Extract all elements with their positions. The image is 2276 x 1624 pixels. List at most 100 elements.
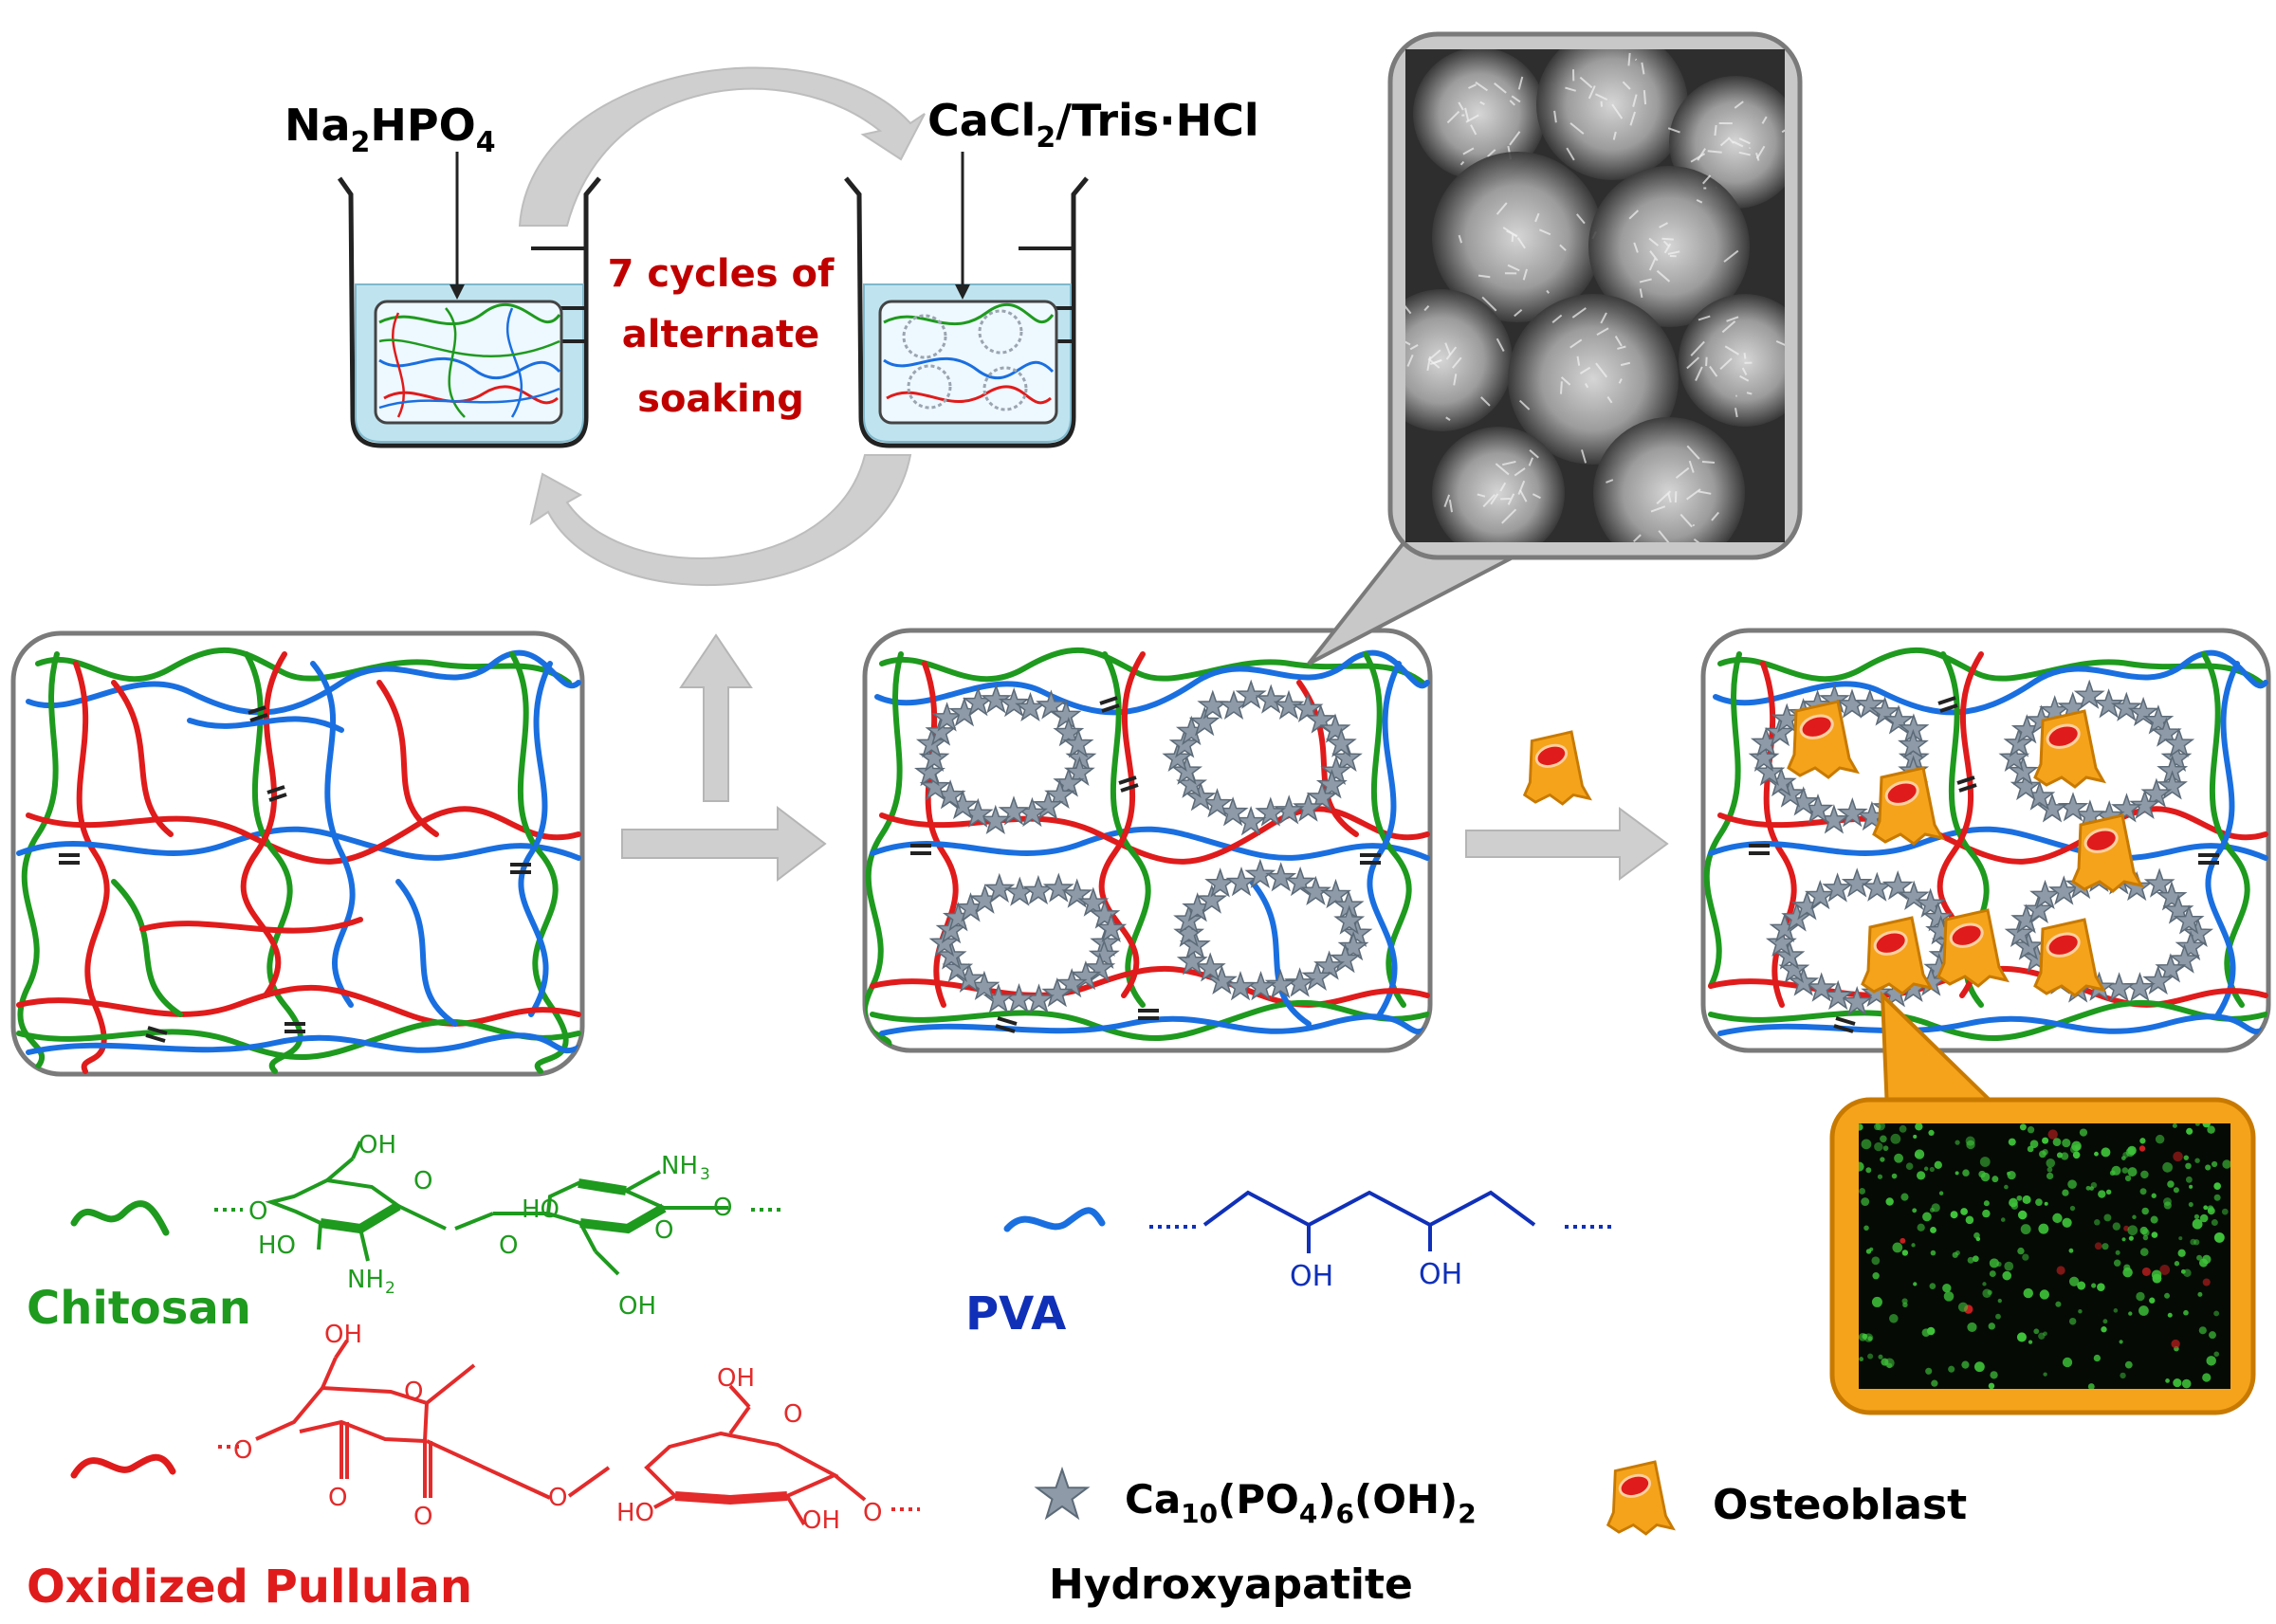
hap-star — [2003, 727, 2035, 757]
stain-dot — [2119, 1340, 2123, 1344]
hap-star — [2142, 704, 2175, 735]
svg-text:O: O — [713, 1194, 732, 1222]
stain-dot — [2199, 1258, 2209, 1268]
sem-flake — [1502, 460, 1516, 466]
stain-dot — [2008, 1138, 2016, 1146]
sem-flake — [1522, 268, 1528, 281]
sem-flake — [1719, 137, 1730, 147]
stain-dot — [1929, 1283, 1936, 1289]
hap-star — [1235, 679, 1267, 709]
stain-dot — [1871, 1296, 1882, 1307]
stain-dot — [2120, 1156, 2126, 1160]
svg-text:O: O — [499, 1232, 518, 1260]
stain-dot — [1890, 1133, 1901, 1144]
stain-dot — [1966, 1140, 1975, 1150]
hap-star — [1882, 704, 1915, 735]
stain-dot — [2151, 1193, 2157, 1198]
hap-star — [1284, 967, 1316, 997]
stain-dot — [1992, 1176, 1999, 1183]
sem-flake — [1692, 523, 1696, 527]
hap-star — [2173, 904, 2205, 935]
stain-dot — [1923, 1166, 1929, 1171]
stain-dot — [2039, 1289, 2049, 1300]
hap-star — [2175, 930, 2207, 961]
sem-flake — [1667, 127, 1680, 134]
svg-text:O: O — [328, 1484, 347, 1512]
stain-dot — [2127, 1225, 2138, 1236]
stain-dot — [2062, 1357, 2073, 1368]
hap-star — [998, 687, 1030, 718]
sem-flake — [1509, 131, 1521, 146]
hap-star — [1265, 862, 1297, 892]
stain-dot — [1926, 1326, 1936, 1336]
stain-dot — [2046, 1159, 2056, 1168]
stain-dot — [2105, 1189, 2112, 1195]
sem-flake — [1606, 395, 1613, 404]
stain-dot — [2017, 1210, 2028, 1220]
sem-flake — [1627, 52, 1631, 66]
sem-flake — [1612, 131, 1617, 140]
sem-flake — [1551, 314, 1563, 323]
hap-star — [1319, 713, 1351, 743]
stain-dot — [2019, 1123, 2027, 1131]
stain-dot — [1982, 1209, 1991, 1218]
stain-dot — [1877, 1174, 1883, 1179]
stain-dot — [2043, 1372, 2047, 1377]
stain-dot — [2128, 1235, 2134, 1241]
stain-dot — [1880, 1157, 1885, 1162]
sem-flake — [1443, 494, 1451, 507]
hydrogel-panel-mineralized — [862, 628, 1433, 1053]
hap-star — [2157, 770, 2188, 800]
stain-dot — [2038, 1223, 2049, 1234]
sem-flake — [1633, 242, 1639, 253]
stain-dot — [1967, 1322, 1977, 1333]
sem-flake — [1494, 82, 1507, 94]
sem-flake — [1643, 90, 1647, 105]
pva-wave-icon — [1003, 1207, 1106, 1232]
stain-dot — [2078, 1309, 2083, 1314]
stain-dot — [1931, 1379, 1938, 1387]
stain-dot — [2222, 1159, 2230, 1169]
sem-flake — [1576, 213, 1586, 225]
svg-text:OH: OH — [618, 1292, 656, 1321]
stain-dot — [2213, 1232, 2225, 1243]
hap-star — [1042, 872, 1074, 903]
stain-dot — [2111, 1165, 2121, 1176]
sem-flake — [1639, 288, 1643, 299]
hap-star — [980, 804, 1012, 835]
sem-flake — [1734, 408, 1738, 418]
hap-star — [1300, 875, 1331, 905]
sem-flake — [1695, 366, 1703, 382]
hap-star — [1320, 878, 1351, 909]
stain-dot — [2181, 1378, 2192, 1389]
sem-flake — [1611, 103, 1624, 119]
hap-star — [1196, 884, 1228, 914]
sem-flake — [1595, 362, 1608, 378]
stain-dot — [2213, 1194, 2221, 1201]
stain-dot — [2027, 1145, 2034, 1153]
chitosan-wave-icon — [70, 1200, 170, 1236]
stain-dot — [2150, 1215, 2158, 1224]
stain-dot — [1990, 1371, 1998, 1379]
sem-flake — [1698, 490, 1712, 495]
stain-dot — [2155, 1134, 2165, 1144]
stain-dot — [2056, 1266, 2065, 1275]
sem-flake — [1656, 490, 1671, 505]
svg-text:HO: HO — [258, 1232, 296, 1260]
stain-dot — [2062, 1139, 2071, 1148]
sem-flake — [1507, 264, 1520, 272]
hap-star — [2140, 777, 2173, 808]
hap-star — [1171, 755, 1202, 785]
sem-flake — [1490, 493, 1499, 505]
stain-dot — [1982, 1282, 1987, 1286]
sem-flake — [1656, 269, 1671, 283]
stain-dot — [2202, 1123, 2211, 1128]
sem-flake — [1738, 137, 1751, 145]
sem-flake — [1667, 250, 1680, 255]
sem-flake — [1405, 305, 1412, 315]
stain-dot — [1915, 1123, 1923, 1131]
chitosan-label: Chitosan — [27, 1282, 251, 1335]
sem-flake — [1538, 228, 1551, 236]
hap-star — [1284, 866, 1316, 897]
